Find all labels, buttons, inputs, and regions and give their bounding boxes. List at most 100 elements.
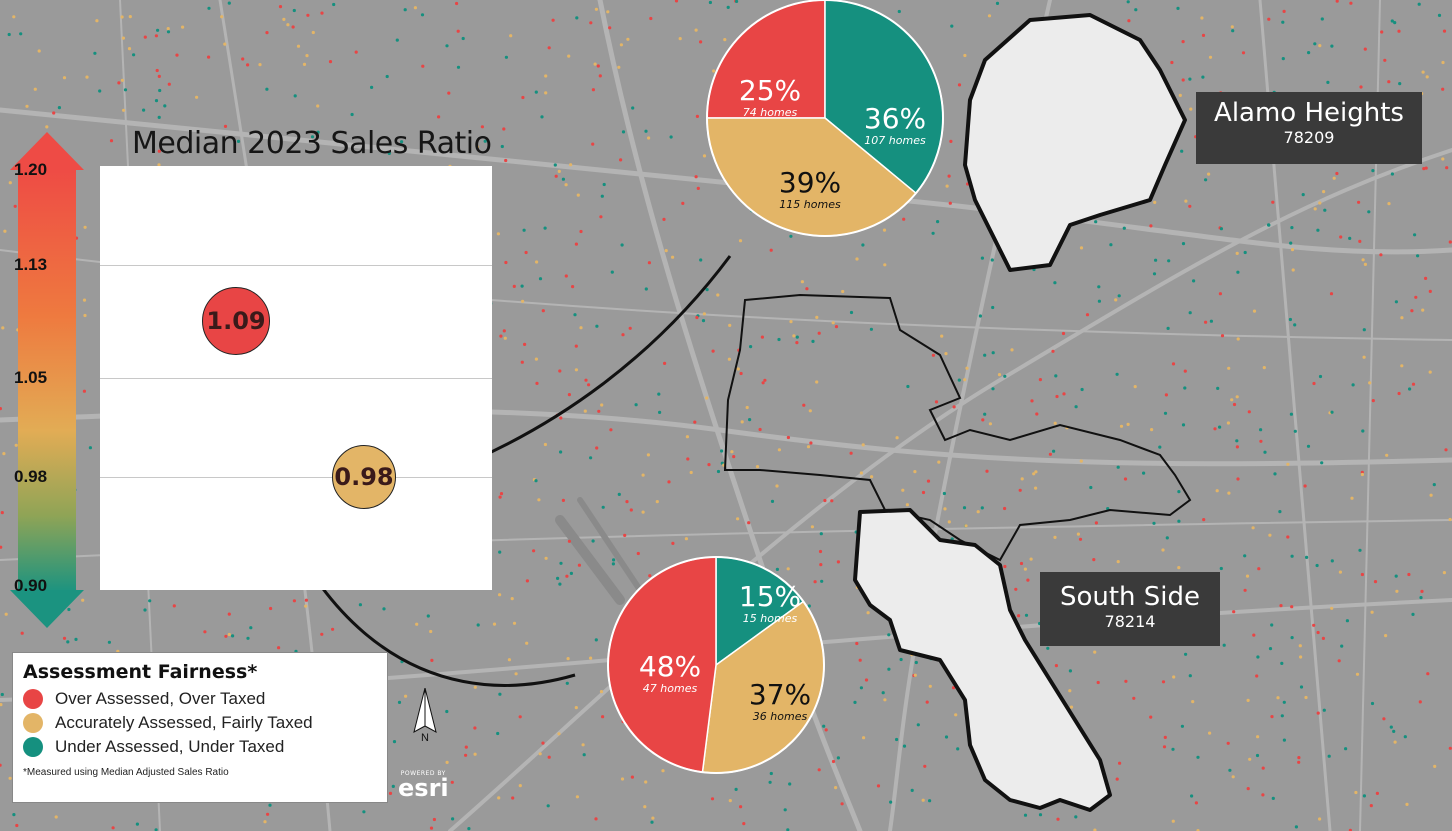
home-dot [1301, 193, 1305, 197]
home-dot [498, 495, 502, 499]
home-dot [1320, 461, 1324, 465]
home-dot [1351, 383, 1355, 387]
home-dot [1448, 517, 1452, 522]
home-dot [621, 333, 625, 337]
home-dot [1259, 428, 1263, 432]
home-dot [1357, 200, 1361, 204]
home-dot [876, 784, 881, 788]
home-dot [711, 349, 715, 353]
home-dot [498, 550, 502, 554]
home-dot [1255, 753, 1260, 758]
home-dot [1400, 364, 1404, 368]
home-dot [1085, 313, 1090, 317]
home-dot [1335, 0, 1339, 3]
home-dot [910, 788, 914, 793]
home-dot [1290, 605, 1294, 609]
home-dot [1178, 93, 1182, 97]
home-dot [1348, 828, 1352, 831]
home-dot [246, 636, 250, 640]
south-side-outline [853, 508, 1112, 812]
home-dot [220, 15, 224, 19]
home-dot [397, 700, 402, 705]
scale-label-min: 0.90 [14, 576, 48, 595]
home-dot [1373, 580, 1378, 584]
home-dot [1020, 477, 1024, 481]
sales-ratio-scale [10, 132, 84, 628]
home-dot [1313, 207, 1317, 211]
home-dot [263, 820, 267, 824]
home-dot [862, 736, 866, 740]
home-dot [507, 658, 511, 662]
home-dot [157, 115, 161, 119]
home-dot [518, 784, 522, 788]
home-dot [1243, 250, 1247, 255]
home-dot [181, 25, 185, 29]
home-dot [1286, 535, 1290, 539]
home-dot [617, 65, 621, 69]
home-dot [948, 201, 952, 205]
assessment-fairness-legend: Assessment Fairness* Over Assessed, Over… [12, 652, 388, 803]
home-dot [543, 442, 548, 447]
home-dot [626, 37, 630, 41]
home-dot [808, 409, 812, 413]
home-dot [1154, 258, 1158, 262]
home-dot [143, 35, 147, 39]
home-dot [128, 15, 132, 19]
home-dot [8, 181, 12, 185]
home-dot [1163, 411, 1168, 415]
home-dot [1133, 385, 1137, 389]
home-dot [716, 469, 721, 474]
home-dot [1176, 6, 1180, 10]
home-dot [1385, 453, 1389, 457]
home-dot [809, 441, 813, 445]
home-dot [1303, 484, 1307, 488]
home-dot [522, 228, 526, 232]
home-dot [686, 457, 690, 461]
home-dot [940, 334, 944, 338]
home-dot [1293, 429, 1297, 433]
home-dot [544, 91, 548, 95]
home-dot [1380, 30, 1384, 34]
home-dot [945, 184, 949, 188]
home-dot [641, 473, 645, 477]
home-dot [883, 263, 887, 267]
home-dot [962, 506, 967, 510]
home-dot [991, 387, 995, 391]
pie-label-alamo-under: 36% 107 homes [863, 102, 927, 148]
home-dot [1387, 80, 1391, 84]
home-dot [574, 706, 578, 710]
home-dot [227, 612, 231, 616]
home-dot [795, 335, 799, 339]
home-dot [770, 499, 775, 503]
home-dot [1312, 381, 1316, 386]
home-dot [223, 124, 228, 128]
home-dot [1428, 289, 1432, 293]
home-dot [404, 694, 408, 698]
home-dot [1126, 422, 1130, 426]
home-dot [1318, 374, 1323, 379]
home-dot [895, 436, 899, 440]
home-dot [727, 357, 732, 361]
home-dot [728, 799, 732, 803]
home-dot [1261, 793, 1265, 797]
home-dot [923, 764, 927, 768]
home-dot [385, 74, 389, 79]
home-dot [1003, 506, 1007, 511]
home-dot [1392, 729, 1396, 734]
home-dot [936, 220, 940, 224]
home-dot [1150, 428, 1154, 432]
home-dot [963, 378, 967, 382]
home-dot [565, 681, 569, 685]
home-dot [734, 787, 738, 792]
home-dot [316, 104, 320, 108]
home-dot [937, 460, 941, 464]
home-dot [504, 158, 508, 163]
home-dot [1181, 242, 1186, 246]
home-dot [1294, 825, 1298, 829]
home-dot [926, 479, 931, 483]
home-dot [1267, 17, 1271, 21]
home-dot [1172, 675, 1176, 679]
home-dot [143, 608, 147, 612]
home-dot [629, 508, 633, 512]
home-dot [518, 715, 522, 719]
